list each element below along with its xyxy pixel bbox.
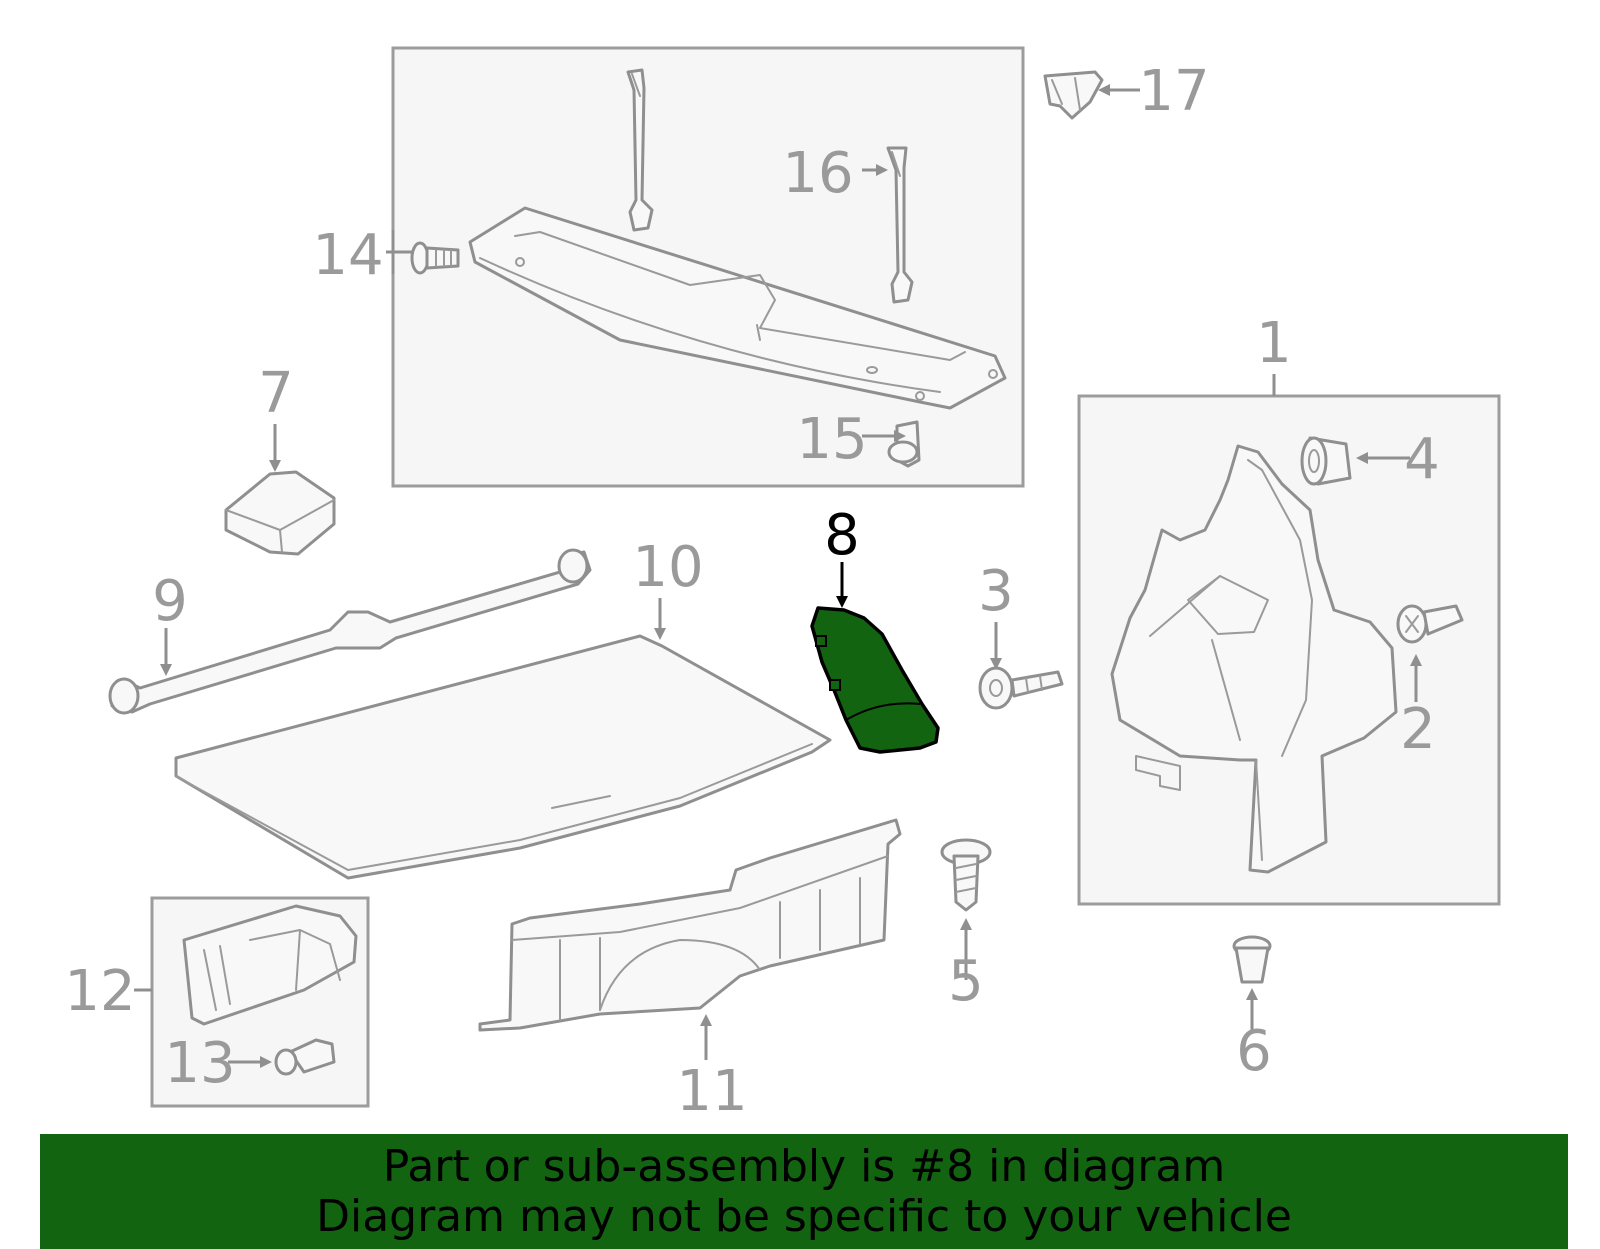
callout-5: 5 xyxy=(948,949,984,1014)
trim-screw-vertical xyxy=(940,838,992,912)
tray-strap-right xyxy=(886,146,914,304)
cargo-floor-board xyxy=(174,634,832,880)
trim-bolt xyxy=(978,666,1064,710)
callout-1: 1 xyxy=(1256,311,1292,376)
trim-screw xyxy=(1396,604,1464,644)
cargo-strap xyxy=(108,548,592,715)
callout-7: 7 xyxy=(258,361,294,426)
callout-16: 16 xyxy=(782,141,853,206)
callout-11: 11 xyxy=(676,1059,747,1124)
callout-3: 3 xyxy=(978,559,1014,624)
info-banner: Part or sub-assembly is #8 in diagram Di… xyxy=(40,1134,1568,1249)
callout-8: 8 xyxy=(824,503,860,568)
callout-12: 12 xyxy=(64,959,135,1024)
trim-nut xyxy=(1232,935,1272,984)
callout-4: 4 xyxy=(1404,427,1440,492)
retainer-clip xyxy=(1043,70,1104,120)
rear-sill-plate xyxy=(478,818,902,1032)
callout-15: 15 xyxy=(796,407,867,472)
quarter-trim-panel xyxy=(1110,444,1398,874)
callout-2: 2 xyxy=(1400,697,1436,762)
tray-strap-left xyxy=(626,68,654,232)
callout-14: 14 xyxy=(312,223,383,288)
cargo-lamp xyxy=(182,904,358,1026)
callout-10: 10 xyxy=(632,535,703,600)
package-tray-panel xyxy=(468,206,1007,410)
callout-6: 6 xyxy=(1236,1019,1272,1084)
callout-17: 17 xyxy=(1138,59,1209,124)
banner-line-2: Diagram may not be specific to your vehi… xyxy=(316,1191,1292,1242)
tray-clip xyxy=(887,420,921,468)
trim-cap xyxy=(224,470,336,556)
callout-13: 13 xyxy=(164,1031,235,1096)
highlighted-trim-cover[interactable] xyxy=(810,606,940,754)
banner-line-1: Part or sub-assembly is #8 in diagram xyxy=(382,1141,1226,1192)
trim-grommet xyxy=(1300,436,1352,486)
tray-bolt xyxy=(410,241,460,275)
callout-9: 9 xyxy=(152,569,188,634)
lamp-bulb xyxy=(274,1038,336,1076)
